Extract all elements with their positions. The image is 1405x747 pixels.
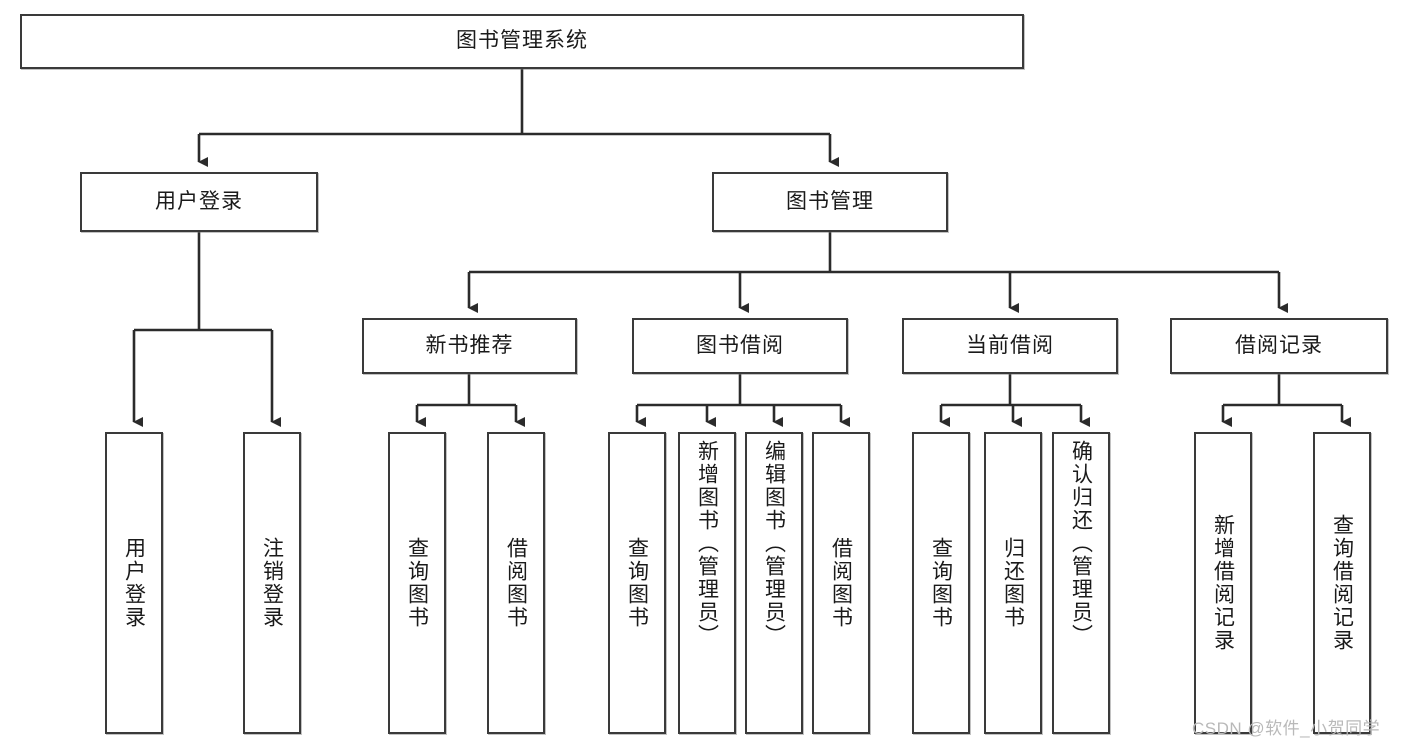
- node-leaf-edit-book[interactable]: 编辑图书（管理员）: [745, 432, 803, 734]
- watermark: CSDN @软件_小贺同学: [1192, 719, 1381, 738]
- node-leaf-logout-label: 注销登录: [260, 537, 284, 629]
- node-borrow-record-label: 借阅记录: [1235, 333, 1323, 357]
- node-new-book-recommend[interactable]: 新书推荐: [362, 318, 577, 374]
- node-leaf-query-book-3-label: 查询图书: [929, 537, 953, 629]
- node-leaf-return-book[interactable]: 归还图书: [984, 432, 1042, 734]
- node-leaf-borrow-book-2-label: 借阅图书: [829, 537, 853, 629]
- node-leaf-user-login-label: 用户登录: [122, 537, 146, 629]
- node-leaf-query-book-1-label: 查询图书: [405, 537, 429, 629]
- node-book-manage-label: 图书管理: [786, 189, 874, 213]
- node-leaf-query-book-3[interactable]: 查询图书: [912, 432, 970, 734]
- node-leaf-return-book-label: 归还图书: [1001, 537, 1025, 629]
- node-current-borrow-label: 当前借阅: [966, 333, 1054, 357]
- node-leaf-add-book-label: 新增图书（管理员）: [695, 440, 719, 647]
- node-leaf-query-book-1[interactable]: 查询图书: [388, 432, 446, 734]
- node-book-manage[interactable]: 图书管理: [712, 172, 948, 232]
- node-leaf-borrow-book-1-label: 借阅图书: [504, 537, 528, 629]
- node-leaf-user-login[interactable]: 用户登录: [105, 432, 163, 734]
- node-leaf-query-record[interactable]: 查询借阅记录: [1313, 432, 1371, 734]
- node-root[interactable]: 图书管理系统: [20, 14, 1024, 69]
- node-book-borrow-label: 图书借阅: [696, 333, 784, 357]
- node-leaf-query-book-2-label: 查询图书: [625, 537, 649, 629]
- node-leaf-confirm-return-label: 确认归还（管理员）: [1069, 440, 1093, 647]
- node-leaf-borrow-book-2[interactable]: 借阅图书: [812, 432, 870, 734]
- node-leaf-borrow-book-1[interactable]: 借阅图书: [487, 432, 545, 734]
- node-leaf-add-record-label: 新增借阅记录: [1211, 514, 1235, 652]
- node-leaf-query-book-2[interactable]: 查询图书: [608, 432, 666, 734]
- node-book-borrow[interactable]: 图书借阅: [632, 318, 848, 374]
- node-leaf-add-book[interactable]: 新增图书（管理员）: [678, 432, 736, 734]
- node-leaf-logout[interactable]: 注销登录: [243, 432, 301, 734]
- node-new-book-recommend-label: 新书推荐: [425, 333, 514, 357]
- node-leaf-edit-book-label: 编辑图书（管理员）: [762, 440, 786, 647]
- node-borrow-record[interactable]: 借阅记录: [1170, 318, 1388, 374]
- node-root-label: 图书管理系统: [456, 29, 588, 53]
- node-leaf-query-record-label: 查询借阅记录: [1330, 514, 1354, 652]
- node-leaf-add-record[interactable]: 新增借阅记录: [1194, 432, 1252, 734]
- node-user-login-label: 用户登录: [155, 189, 243, 213]
- node-leaf-confirm-return[interactable]: 确认归还（管理员）: [1052, 432, 1110, 734]
- node-user-login[interactable]: 用户登录: [80, 172, 318, 232]
- node-current-borrow[interactable]: 当前借阅: [902, 318, 1118, 374]
